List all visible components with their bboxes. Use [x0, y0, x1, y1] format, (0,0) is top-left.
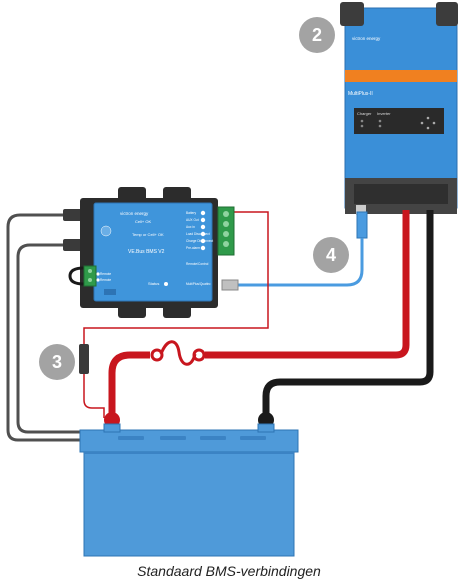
inline-fuse-holder [79, 344, 89, 374]
svg-text:Load Disconnect: Load Disconnect [186, 232, 210, 236]
multiplus-control-panel [354, 108, 444, 134]
multiplus-inverter: victron energy MultiPlus-II Charger Inve… [340, 2, 458, 215]
svg-text:AUX Out: AUX Out [186, 218, 199, 222]
panel-label-inverter: Inverter [377, 111, 391, 116]
multiplus-model: MultiPlus-II [348, 91, 373, 97]
svg-text:Aux in: Aux in [186, 225, 195, 229]
multiplus-brand: victron energy [352, 36, 381, 41]
svg-text:Remote/Control: Remote/Control [186, 262, 209, 266]
svg-text:Status: Status [148, 281, 159, 286]
panel-label-charger: Charger [357, 111, 372, 116]
callout-4: 4 [313, 237, 349, 273]
svg-text:Cell+ OK: Cell+ OK [135, 219, 151, 224]
mount-bracket-tl [340, 2, 364, 26]
bms-terminal-strip [200, 210, 206, 251]
bms-model: VE.Bus BMS V2 [128, 249, 165, 255]
svg-text:Charge Disconnect: Charge Disconnect [186, 239, 213, 243]
orange-stripe [345, 70, 457, 82]
battery-body [83, 451, 295, 557]
callout-2: 2 [299, 17, 335, 53]
ve-bus-bms: victron energy Cell+ OK Temp or Cell+ OK… [80, 187, 218, 318]
remote-terminal-block [68, 265, 97, 287]
bms-front-panel [93, 202, 213, 302]
positive-dc-cable [104, 210, 410, 428]
svg-text:MultiPlus/Quattro: MultiPlus/Quattro [186, 282, 211, 286]
ve-bus-port [356, 205, 366, 215]
mount-bracket-tr [436, 2, 458, 26]
svg-text:Remote: Remote [100, 278, 111, 282]
svg-text:3: 3 [52, 352, 62, 372]
bms-power-wire [79, 211, 269, 418]
diagram-caption: Standaard BMS-verbindingen [137, 563, 321, 579]
rj45-plug-bms [221, 279, 239, 291]
battery-lid [79, 429, 299, 453]
fuse-icon [150, 340, 206, 366]
svg-text:Remote: Remote [100, 272, 111, 276]
svg-text:Battery: Battery [186, 211, 197, 215]
callout-3: 3 [39, 344, 75, 380]
bms-cell-cables [6, 209, 87, 442]
svg-text:2: 2 [312, 25, 322, 45]
bms-brand: victron energy [120, 211, 149, 216]
rj45-connector-icon [356, 211, 368, 239]
bms-right-labels: Battery AUX Out Aux in Load Disconnect C… [186, 211, 213, 250]
terminal-block-icon [217, 206, 235, 256]
svg-text:Temp or Cell+ OK: Temp or Cell+ OK [132, 232, 164, 237]
ve-bus-cable [221, 211, 368, 291]
svg-text:Pre-alarm: Pre-alarm [186, 246, 200, 250]
lithium-battery [79, 423, 299, 557]
svg-text:4: 4 [326, 245, 336, 265]
